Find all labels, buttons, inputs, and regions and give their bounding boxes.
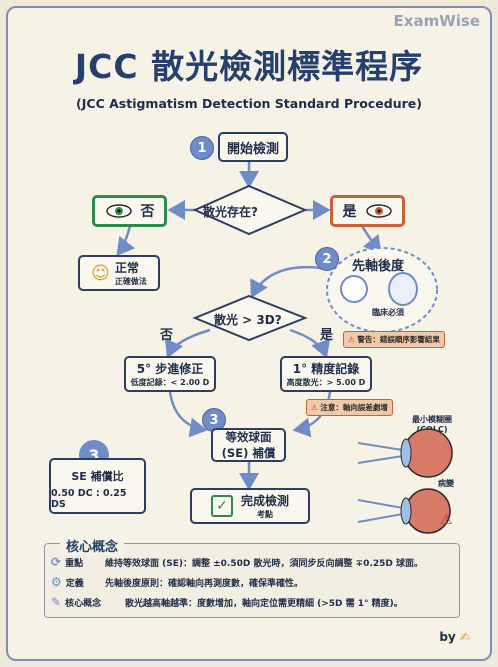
start-box[interactable]: 開始檢測 (218, 132, 288, 162)
core-row-1: ⟳重點 維持等效球面 (SE)：調整 ±0.50D 散光時，須同步反向調整 ∓0… (51, 555, 423, 569)
distorted-eye-icon (365, 204, 392, 218)
core-row-3-text: 散光越高軸越準：度數增加，軸向定位需更精細 (>5D 需 1° 精度)。 (125, 598, 403, 609)
se-label-1: 等效球面 (225, 430, 272, 444)
core-concepts-title: 核心概念 (60, 536, 125, 555)
footer-by: by ✍ (439, 630, 470, 644)
normal-sub: 正確做法 (114, 277, 147, 286)
core-row-1-text: 維持等效球面 (SE)：調整 ±0.50D 散光時，須同步反向調整 ∓0.25D… (105, 558, 423, 569)
decision-3d-label: 散光 > 3D? (214, 313, 282, 327)
check-icon: ✓ (210, 495, 233, 517)
normal-label: 正常 (114, 261, 139, 275)
eye-front-icon (340, 275, 368, 303)
se-ratio-box: SE 補償比 0.50 DC : 0.25 DS (49, 458, 146, 514)
se-box[interactable]: 等效球面 (SE) 補償 (211, 428, 286, 462)
eye-diagram-lesion (358, 488, 451, 534)
step-number-1: 1 (190, 136, 214, 160)
axis-sub: 臨床必須 (372, 308, 404, 317)
pencil-icon: ✎ (51, 595, 62, 609)
gear-icon: ⚙ (51, 575, 62, 589)
done-box[interactable]: ✓ 完成檢測 考點 (190, 488, 310, 524)
step-5deg-sub: 低度記錄：< 2.00 D (130, 378, 210, 387)
step-number-2: 2 (315, 247, 339, 271)
done-label: 完成檢測 (240, 494, 289, 508)
step-5deg-label: 5° 步進修正 (136, 362, 204, 376)
se-ratio-label: SE 補償比 (71, 470, 124, 483)
decision2-no: 否 (160, 328, 174, 343)
eye-side-icon (388, 272, 418, 306)
core-row-3: ✎核心概念 散光越高軸越準：度數增加，軸向定位需更精細 (>5D 需 1° 精度… (51, 595, 403, 609)
core-row-2-text: 先軸後度原則：確認軸向再測度數，確保準確性。 (105, 578, 304, 589)
step-5deg-box[interactable]: 5° 步進修正 低度記錄：< 2.00 D (124, 356, 216, 392)
eye-diagram-colc (358, 428, 453, 478)
yes-box[interactable]: 是 (330, 195, 405, 227)
signature-icon: ✍ (459, 630, 470, 644)
decision2-yes: 是 (320, 328, 334, 343)
done-sub: 考點 (256, 510, 273, 519)
yes-label: 是 (342, 204, 357, 220)
core-concepts-panel: ⟳重點 維持等效球面 (SE)：調整 ±0.50D 散光時，須同步反向調整 ∓0… (44, 543, 460, 618)
core-row-2: ⚙定義 先軸後度原則：確認軸向再測度數，確保準確性。 (51, 575, 304, 589)
brand-logo: ExamWise (393, 12, 480, 30)
decision-astigmatism-label: 散光存在? (203, 205, 258, 219)
no-box[interactable]: 否 (92, 195, 167, 227)
smile-icon: ☺ (91, 262, 110, 284)
refresh-icon: ⟳ (51, 555, 62, 569)
page-subtitle: (JCC Astigmatism Detection Standard Proc… (76, 96, 422, 111)
lesion-label: 病變 (438, 479, 454, 488)
normal-box[interactable]: ☺ 正常 正確做法 (78, 255, 160, 291)
axis-first-label: 先軸後度 (352, 259, 405, 274)
step-1deg-sub: 高度散光：> 5.00 D (286, 378, 366, 387)
se-ratio-value: 0.50 DC : 0.25 DS (51, 488, 127, 510)
warning-triangle-icon: ⚠ (440, 512, 453, 528)
page-title: JCC 散光檢測標準程序 (74, 47, 424, 86)
step-1deg-label: 1° 精度記錄 (292, 362, 360, 376)
no-label: 否 (140, 204, 155, 220)
eye-icon (105, 204, 132, 218)
warning-badge-axis: ⚠ 注意：軸向誤差劇增 (306, 399, 393, 416)
warning-badge-order: ⚠ 警告：錯誤順序影響結果 (343, 331, 445, 348)
step-1deg-box[interactable]: 1° 精度記錄 高度散光：> 5.00 D (280, 356, 372, 392)
se-label-2: (SE) 補償 (221, 446, 276, 460)
